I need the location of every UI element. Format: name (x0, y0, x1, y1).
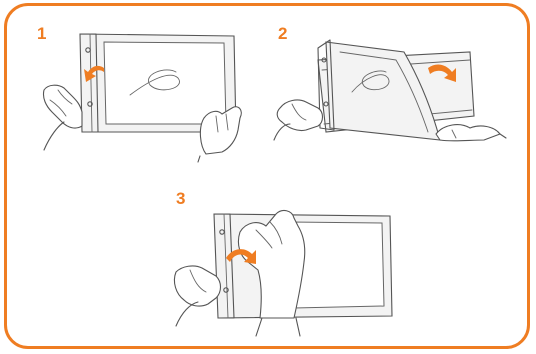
step-1-number: 1 (37, 24, 47, 43)
step-1-illustration (42, 33, 242, 163)
step-2-illustration (273, 39, 507, 142)
step-2-number: 2 (278, 24, 288, 43)
instruction-frame (4, 3, 530, 349)
step-3-number: 3 (176, 189, 186, 208)
step-3-illustration (173, 209, 393, 337)
